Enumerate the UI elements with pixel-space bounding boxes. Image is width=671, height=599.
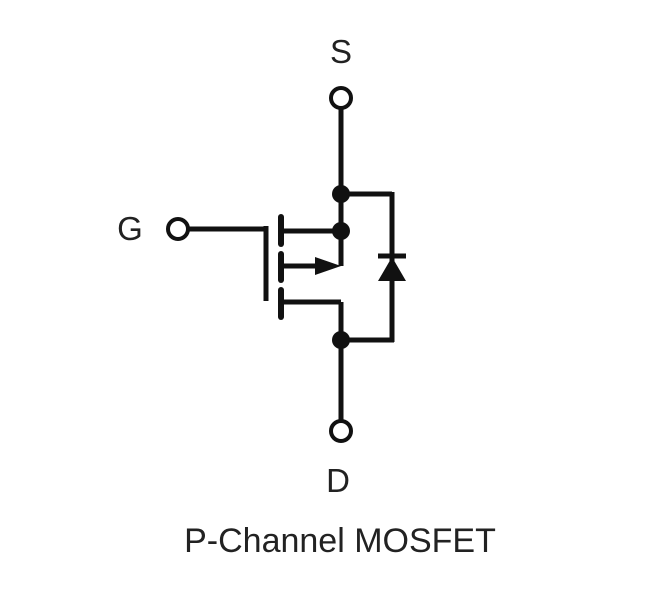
drain-label: D [326, 462, 350, 499]
drain-terminal[interactable] [329, 419, 353, 443]
source-terminal[interactable] [329, 86, 353, 110]
diode-triangle-icon [378, 257, 406, 281]
gate-terminal[interactable] [166, 217, 190, 241]
gate-label: G [117, 210, 143, 247]
body-arrow-icon [315, 257, 341, 275]
diagram-caption: P-Channel MOSFET [184, 522, 496, 560]
junction-drain-diode [332, 331, 350, 349]
junction-source-diode [332, 185, 350, 203]
junction-source-channel [332, 222, 350, 240]
source-label: S [330, 33, 352, 70]
